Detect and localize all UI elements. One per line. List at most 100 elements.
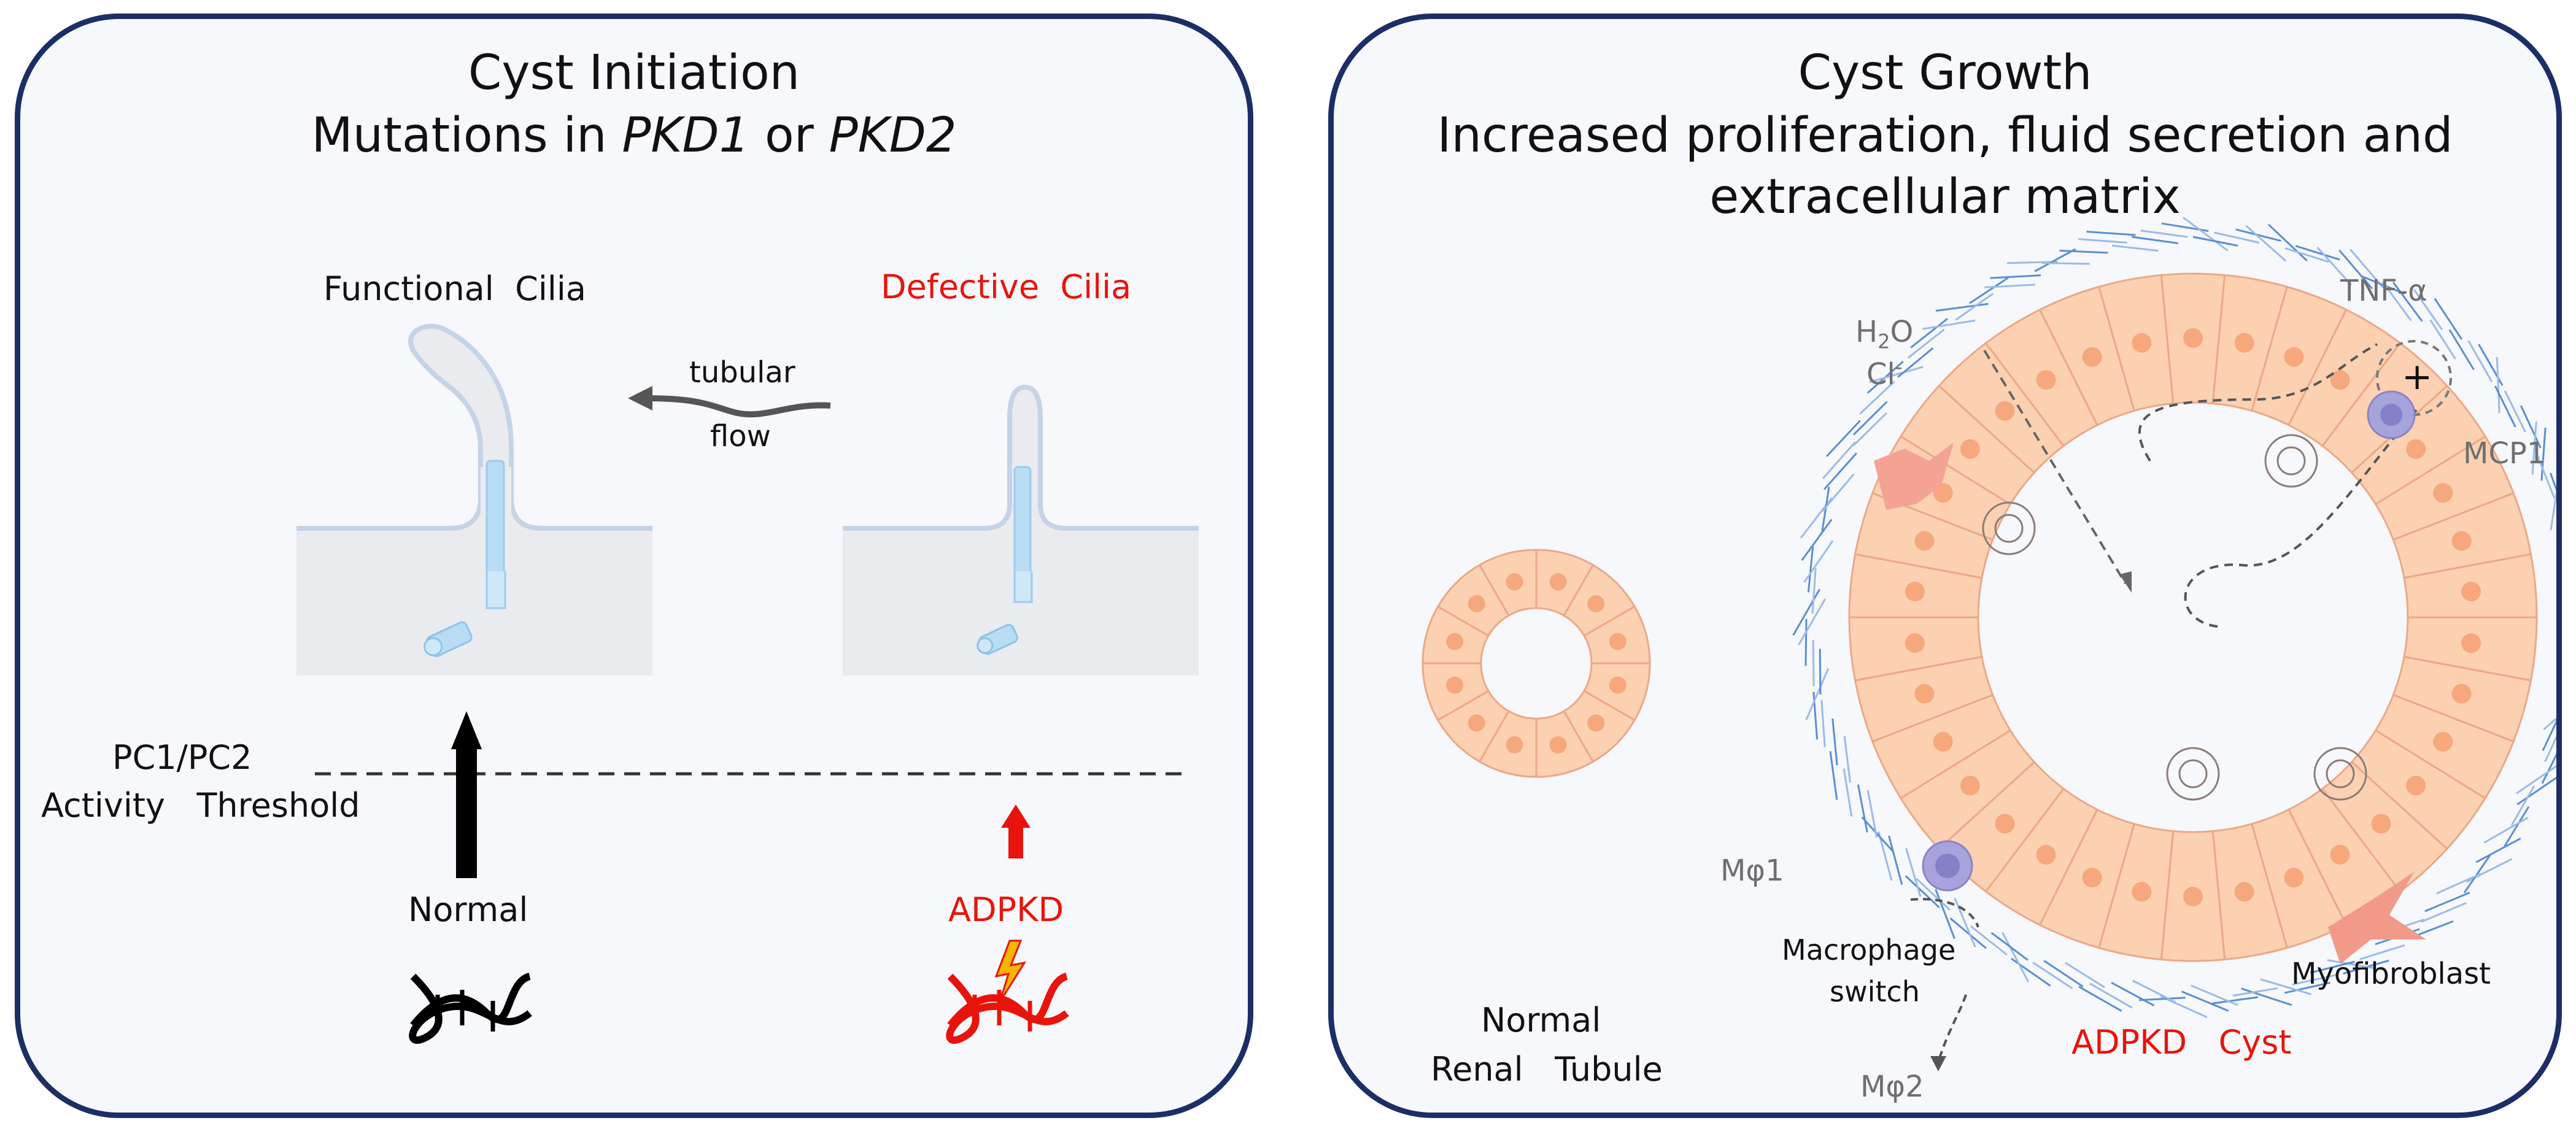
cyst-nucleus (1933, 731, 1953, 752)
ecm-fiber (1811, 568, 1817, 614)
ecm-fiber (2421, 902, 2467, 923)
ecm-fiber (1954, 897, 1976, 948)
ecm-fiber (2241, 987, 2292, 1006)
gene-pkd2: PKD2 (829, 108, 957, 163)
cyst-nucleus (2132, 882, 2152, 902)
cyst-nucleus (2082, 347, 2102, 367)
tubule-nucleus (1587, 595, 1605, 612)
ecm-fiber (2078, 238, 2127, 244)
cyst-growth-panel: Cyst Growth Increased proliferation, flu… (1328, 14, 2562, 1118)
ecm-fiber (2139, 997, 2186, 1001)
ecm-fiber (2132, 236, 2179, 244)
ecm-fiber (2034, 248, 2076, 272)
extracellular-matrix-fibers (1792, 216, 2556, 1018)
ecm-fiber (1821, 487, 1830, 533)
ecm-fiber (2310, 960, 2355, 974)
ecm-fiber (1949, 917, 1987, 949)
tubule-nucleus (1468, 595, 1485, 612)
normal-tubule-label-line2: Renal Tubule (1431, 1050, 1663, 1089)
ecm-fiber (2359, 944, 2405, 960)
right-panel-subtitle-line2: extracellular matrix (1709, 169, 2181, 225)
cyst-nucleus (2234, 333, 2254, 353)
cyst-nucleus (2036, 844, 2056, 865)
ecm-fiber (1812, 639, 1815, 687)
ecm-fiber (2140, 230, 2188, 238)
ecm-fiber (2064, 962, 2105, 989)
ecm-fiber (2361, 275, 2405, 295)
ecm-fiber (1916, 878, 1951, 911)
ecm-fiber (2413, 289, 2443, 331)
ecm-fiber (2043, 960, 2084, 988)
ecm-fiber (1852, 412, 1888, 446)
water-o: O (1890, 315, 1914, 349)
ecm-fiber (1910, 318, 1948, 349)
cyst-initiation-panel: Cyst Initiation Mutations in PKD1 or PKD… (15, 14, 1253, 1118)
ecm-fiber (1907, 328, 1945, 359)
ecm-fiber (2284, 981, 2330, 994)
adpkd-activity-arrow-head (1001, 804, 1031, 828)
defective-cilium (843, 384, 1199, 676)
cyst-nucleus (1914, 531, 1935, 551)
ecm-fiber (1792, 588, 1821, 636)
ecm-fiber (2260, 978, 2312, 995)
ecm-fiber (1859, 380, 1895, 415)
ecm-fiber (2516, 776, 2556, 806)
ecm-fiber (1905, 875, 1940, 909)
tubular-flow-arrow (646, 395, 831, 418)
ecm-fiber (2392, 282, 2423, 322)
myofibroblast-label: Myofibroblast (2291, 957, 2491, 991)
ecm-fiber (2032, 962, 2073, 990)
water-sub: 2 (1878, 330, 1890, 353)
m1-label: Mφ1 (1720, 854, 1784, 888)
cyst-nucleus (2461, 582, 2481, 602)
ecm-fiber (1897, 347, 1934, 378)
cyst-nucleus (2036, 370, 2056, 390)
ecm-fiber (2111, 244, 2159, 252)
tubule-nucleus (1506, 573, 1523, 591)
cyst-nucleus (2451, 684, 2472, 704)
tubule-nucleus (1468, 714, 1485, 732)
cyst-nucleus (1995, 814, 2015, 834)
ecm-fiber (1824, 452, 1857, 490)
right-panel-subtitle-line1: Increased proliferation, fluid secretion… (1437, 108, 2453, 163)
cyst-nucleus (2330, 844, 2350, 865)
threshold-label-line2: Activity Threshold (41, 786, 360, 825)
ecm-fiber (2448, 329, 2475, 371)
ecm-fiber (1798, 598, 1827, 646)
macrophage-switch-line1: Macrophage (1782, 933, 1956, 966)
ecm-fiber (2192, 236, 2238, 247)
mutation-lightning-icon (994, 939, 1027, 1003)
tubule-nucleus (1446, 676, 1464, 694)
adpkd-cyst-label: ADPKD Cyst (2071, 1023, 2292, 1062)
ecm-fiber (1869, 366, 1924, 384)
ecm-fiber (1969, 277, 2009, 304)
cyst-nucleus (2330, 370, 2350, 390)
right-panel-graphics (1421, 216, 2556, 1071)
ecm-fiber (2475, 837, 2521, 863)
ecm-fiber (2536, 455, 2556, 499)
ecm-fiber (2424, 892, 2470, 912)
ecm-fiber (2059, 249, 2108, 254)
ecm-fiber (1935, 889, 1955, 939)
fibroblast-icon (1874, 442, 1954, 510)
normal-tubule-label-line1: Normal (1481, 1001, 1601, 1040)
m2-switch-arrow (1937, 994, 1967, 1063)
cell-surface-functional (296, 528, 652, 676)
ecm-fiber (1866, 790, 1878, 838)
ecm-fiber (2504, 390, 2526, 433)
ecm-fiber (2510, 785, 2535, 826)
mcp1-signal-arrow (2184, 404, 2421, 628)
macrophage-switch-line2: switch (1830, 975, 1920, 1008)
basal-body-defective (1013, 571, 1033, 603)
functional-cilium (296, 323, 652, 676)
ecm-fiber (2078, 986, 2122, 1012)
ecm-fiber (2520, 405, 2542, 449)
ecm-fiber (2002, 932, 2030, 982)
ecm-fiber (2350, 249, 2385, 289)
chloride-cl: Cl (1866, 357, 1895, 392)
ecm-fiber (2540, 427, 2547, 481)
cyst-nucleus (2132, 333, 2152, 353)
tubule-nucleus (1549, 573, 1567, 591)
ecm-fiber (1935, 303, 1989, 312)
ecm-fiber (2181, 990, 2229, 1012)
